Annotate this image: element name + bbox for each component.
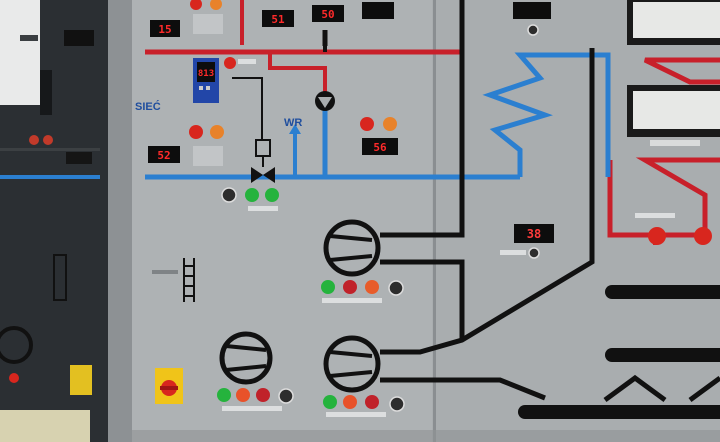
label-plate: [248, 206, 278, 211]
lamp-red-right-b: [694, 227, 712, 245]
lamp-orange-d: [365, 280, 379, 294]
selector-switch-f[interactable]: [527, 24, 539, 36]
lamp-orange-e: [236, 388, 250, 402]
lamp-orange-b: [210, 125, 224, 139]
panel-seam: [433, 0, 436, 442]
hot-water-label: WR: [284, 117, 302, 129]
selector-switch-b[interactable]: [388, 280, 404, 296]
cabinet-pump-symbol: [0, 326, 33, 364]
cabinet-display: [64, 30, 94, 46]
label-plate-top: [193, 14, 223, 34]
ladder-icon: [183, 258, 195, 302]
display-top-right: [513, 2, 551, 19]
label-plate: [222, 406, 282, 411]
lamp-green-b: [265, 188, 279, 202]
cabinet-ladder: [53, 254, 67, 301]
label-plate: [635, 213, 675, 218]
cabinet-label: [20, 35, 38, 41]
cabinet-lamp: [9, 373, 19, 383]
display-top-mid-b: 50: [312, 5, 344, 22]
display-top-mid-a: 51: [262, 10, 294, 27]
lamp-green-c: [321, 280, 335, 294]
svg-text:56: 56: [373, 141, 387, 154]
cabinet-bracket: [40, 70, 52, 115]
valve-icon: [251, 167, 275, 183]
control-wire: [232, 77, 263, 140]
label-plate: [500, 250, 526, 255]
controller-display: 813: [193, 58, 219, 103]
label-plate: [238, 59, 256, 64]
svg-text:52: 52: [157, 149, 170, 162]
lamp-red-b: [189, 125, 203, 139]
svg-text:15: 15: [158, 23, 171, 36]
lamp-orange-c: [383, 117, 397, 131]
lamp-red-e: [256, 388, 270, 402]
cabinet-door-frame: [108, 0, 132, 442]
supply-branch: [268, 52, 327, 95]
hot-water-arrow: [289, 124, 301, 134]
selector-switch-d[interactable]: [389, 396, 405, 412]
svg-text:50: 50: [321, 8, 334, 21]
network-label: SIEĆ: [135, 100, 161, 113]
cabinet-sticker-strip: [0, 410, 90, 442]
cabinet-lamp-a: [29, 135, 39, 145]
lamp-green-a: [245, 188, 259, 202]
svg-text:813: 813: [198, 69, 214, 79]
pump-symbol-lower-right: [323, 335, 381, 393]
cabinet-lamp-b: [43, 135, 53, 145]
cabinet-yellow-box: [70, 365, 92, 395]
signal-line-a: [380, 0, 465, 238]
display-center: 56: [362, 138, 398, 155]
analog-meter-middle: [627, 85, 720, 137]
lamp-red-c: [360, 117, 374, 131]
supply-line-right: [643, 57, 720, 85]
lamp-orange-f: [343, 395, 357, 409]
svg-text:38: 38: [527, 227, 541, 241]
label-plate: [326, 412, 386, 417]
display-top-blank: [362, 2, 394, 19]
signal-line-d: [380, 377, 546, 401]
lamp-red-f: [365, 395, 379, 409]
lamp-red-a: [224, 57, 236, 69]
supply-loop-right: [607, 157, 720, 238]
emergency-stop-switch[interactable]: [155, 368, 183, 404]
analog-meter-top: [627, 0, 720, 45]
lamp-red-top: [190, 0, 202, 10]
selector-switch-c[interactable]: [278, 388, 294, 404]
meter-label: [650, 140, 700, 146]
signal-line-b: [380, 259, 465, 340]
display-right: 38: [514, 224, 554, 243]
cabinet-blue-line: [0, 175, 100, 179]
pump-arrow-icon: [318, 97, 332, 108]
lamp-orange-top: [210, 0, 222, 10]
selector-switch-a[interactable]: [221, 187, 237, 203]
signal-line-c: [380, 48, 595, 355]
signal-zigzag: [603, 374, 720, 403]
label-plate: [322, 298, 382, 303]
paper-sheet: [0, 0, 40, 105]
lamp-green-d: [217, 388, 231, 402]
pump-symbol-lower-left: [219, 331, 273, 385]
cabinet-line: [0, 148, 100, 151]
lamp-red-right-a: [648, 227, 666, 245]
lamp-red-d: [343, 280, 357, 294]
label-plate-lower: [193, 146, 223, 166]
heat-exchanger-coil: [482, 52, 611, 177]
tag-plate: [152, 270, 178, 274]
display-left-lower: 52: [148, 146, 180, 163]
pump-symbol-upper: [323, 219, 381, 277]
panel-bottom-shadow: [132, 430, 720, 442]
svg-text:51: 51: [271, 13, 285, 26]
selector-switch-e[interactable]: [528, 247, 540, 259]
cabinet-display-2: [66, 152, 92, 164]
display-top-left: 15: [150, 20, 180, 37]
lamp-green-e: [323, 395, 337, 409]
